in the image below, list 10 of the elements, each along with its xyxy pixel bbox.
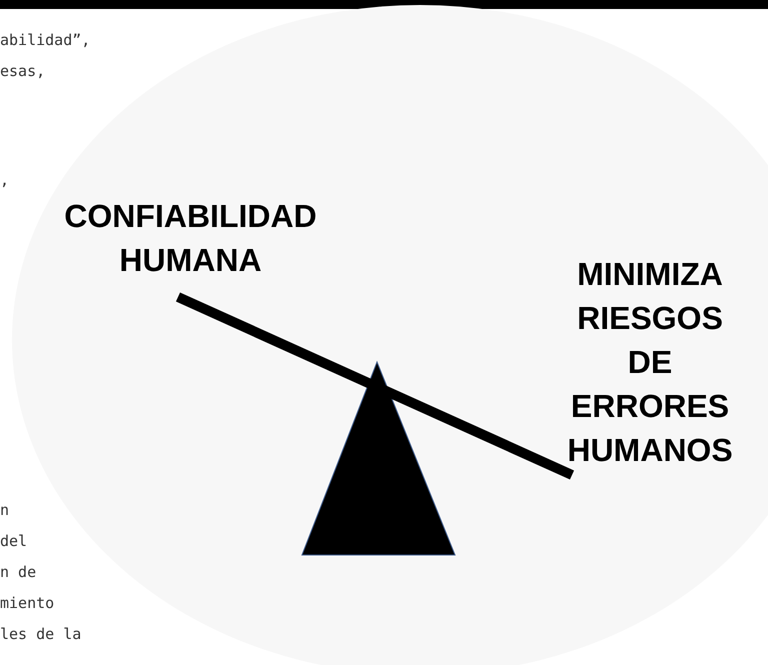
heading-text: CONFIABILIDAD HUMANA — [63, 197, 318, 280]
heading-text: MINIMIZA RIESGOS DE ERRORES HUMANOS — [566, 255, 734, 470]
text-fragment: del — [0, 532, 28, 550]
text-fragment: n — [0, 501, 10, 519]
text-fragment: esas, — [0, 62, 46, 80]
text-fragment: les de la — [0, 625, 82, 643]
text-fragment: abilidad”, — [0, 31, 90, 49]
text-fragment: n de — [0, 563, 36, 581]
text-fragment: , — [0, 171, 10, 189]
text-fragment: miento — [0, 594, 54, 612]
